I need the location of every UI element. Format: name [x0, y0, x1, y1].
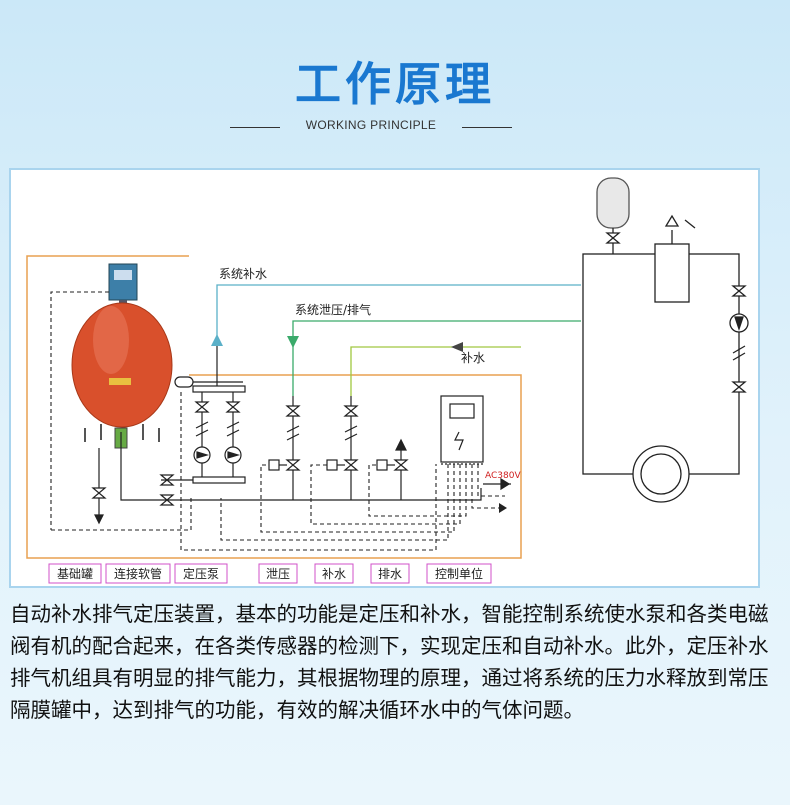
subtitle-line-left [230, 127, 280, 128]
pump-group [174, 346, 246, 484]
system-loop [582, 177, 749, 503]
diagram-panel: 系统补水 系统泄压/排气 补水 [9, 168, 760, 588]
label-makeup-water: 补水 [461, 351, 485, 365]
legend-pump: 定压泵 [183, 566, 219, 581]
makeup-water-line [350, 342, 521, 396]
makeup-valves [326, 396, 359, 500]
legend-relief: 泄压 [266, 567, 290, 581]
tank-hose [120, 432, 482, 506]
signal-wiring [51, 392, 505, 551]
system-makeup-line [211, 284, 581, 346]
relief-valves [268, 396, 301, 500]
subtitle-line-right [462, 127, 512, 128]
principle-diagram: 系统补水 系统泄压/排气 补水 [26, 177, 749, 584]
legend-drain: 排水 [378, 567, 402, 581]
label-system-makeup: 系统补水 [219, 267, 267, 281]
description-text: 自动补水排气定压装置，基本的功能是定压和补水，智能控制系统使水泵和各类电磁阀有机… [10, 602, 769, 722]
page-title: 工作原理 [295, 57, 495, 111]
subtitle-row: WORKING PRINCIPLE [0, 118, 790, 138]
equipment-frame [26, 255, 522, 559]
drain-valves [376, 438, 409, 500]
tank-drain [91, 448, 107, 525]
label-system-relief: 系统泄压/排气 [295, 302, 371, 317]
output-arrow [499, 503, 507, 513]
legend-makeup: 补水 [322, 567, 346, 581]
control-unit [440, 395, 511, 491]
page-subtitle: WORKING PRINCIPLE [305, 118, 437, 132]
label-power: AC380V [485, 471, 521, 481]
legend-hose: 连接软管 [114, 566, 162, 581]
legend: 基础罐 连接软管 定压泵 泄压 补水 排水 控制单位 [48, 563, 492, 584]
system-relief-line [287, 320, 581, 396]
legend-control: 控制单位 [435, 566, 483, 581]
tank-signal-dashed [50, 291, 109, 530]
legend-base-tank: 基础罐 [57, 567, 93, 581]
